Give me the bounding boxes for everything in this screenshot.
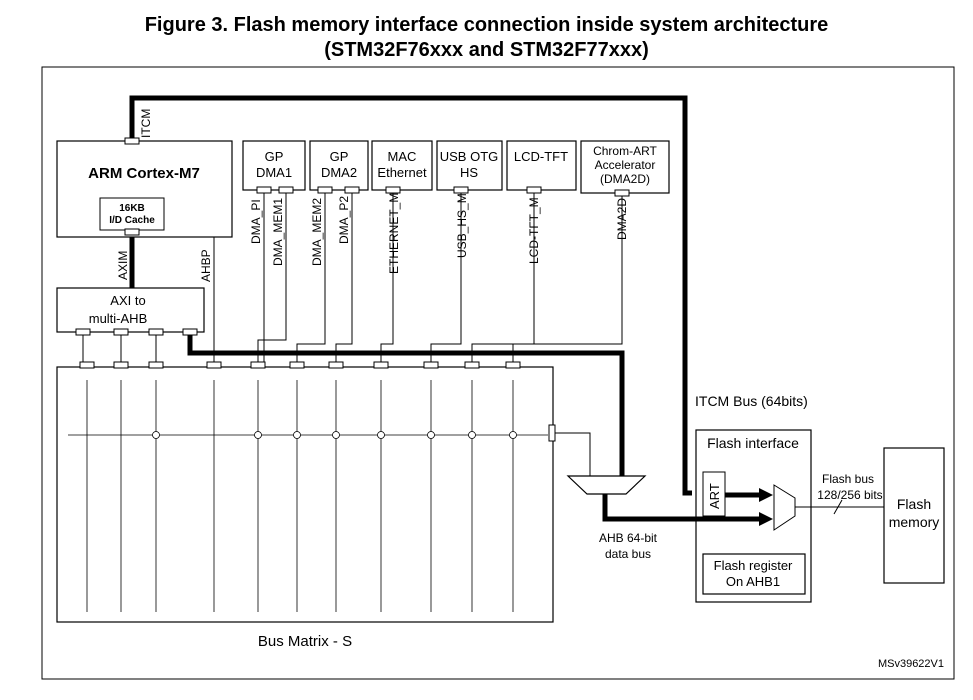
bus-matrix-ports (79, 361, 521, 369)
figure-ref-code: MSv39622V1 (878, 658, 944, 670)
gp-dma1-label-2: DMA1 (256, 165, 292, 180)
axi-port-3 (148, 328, 164, 336)
figure-subtitle: (STM32F76xxx and STM32F77xxx) (324, 39, 649, 61)
dma2d-label: DMA2D (615, 198, 629, 240)
chrom-label-3: (DMA2D) (600, 172, 650, 186)
art-label: ART (707, 483, 722, 509)
axi-label-2: multi-AHB (89, 311, 148, 326)
gp-dma2-block (309, 140, 369, 191)
flash-bus-label-2: 128/256 bits (817, 488, 882, 502)
flash-memory-label-2: memory (889, 514, 940, 530)
itcm-bus-label: ITCM Bus (64bits) (695, 393, 808, 409)
cache-label-2: I/D Cache (109, 215, 155, 226)
mac-label-2: Ethernet (377, 165, 427, 180)
ahb-data-bus-line (602, 494, 692, 522)
flash-interface-label: Flash interface (707, 435, 799, 451)
bus-matrix-label: Bus Matrix - S (258, 633, 352, 650)
gp-dma1-block (242, 140, 306, 191)
gp-dma1-label-1: GP (265, 149, 284, 164)
lcd-tft-block (506, 140, 577, 191)
itcm-port (124, 137, 140, 145)
chrom-label-2: Accelerator (595, 158, 656, 172)
mac-ethernet-block (371, 140, 433, 191)
axi-port-2 (113, 328, 129, 336)
flash-register-label-1: Flash register (714, 558, 793, 573)
usb-otg-block (436, 140, 503, 191)
bus-matrix-block (56, 366, 554, 623)
usb-label-2: HS (460, 165, 478, 180)
bus-matrix-grid (68, 380, 548, 612)
itcm-label: ITCM (139, 109, 153, 138)
flash-memory-label-1: Flash (897, 496, 931, 512)
axi-port-1 (75, 328, 91, 336)
axi-label-1: AXI to (110, 293, 145, 308)
ethernet-m-label: ETHERNET_M (387, 193, 401, 274)
ahb-label-2: data bus (605, 547, 651, 561)
flash-register-block (702, 553, 806, 595)
ahb-bus-line (187, 334, 625, 476)
mac-label-1: MAC (388, 149, 417, 164)
arrow-art-icon (759, 488, 773, 502)
gp-dma2-label-1: GP (330, 149, 349, 164)
cache-label-1: 16KB (119, 203, 145, 214)
cpu-label: ARM Cortex-M7 (88, 165, 200, 182)
flash-memory-block (883, 447, 945, 584)
gp-dma2-label-2: DMA2 (321, 165, 357, 180)
flash-bus-label-1: Flash bus (822, 472, 874, 486)
flash-mux (773, 484, 796, 531)
flash-register-label-2: On AHB1 (726, 574, 780, 589)
axim-label: AXIM (116, 251, 130, 280)
dma-p2-label: DMA_P2 (337, 196, 351, 244)
ahb-label-1: AHB 64-bit (599, 531, 658, 545)
axim-port (124, 228, 140, 236)
dma-mem1-label: DMA_MEM1 (271, 198, 285, 266)
arrow-ahb-icon (759, 512, 773, 526)
axi-bridge-block (56, 287, 205, 333)
lcd-tft-m-label: LCD-TFT_M (527, 197, 541, 264)
lcd-label: LCD-TFT (514, 149, 568, 164)
itcm-bus-line (129, 95, 692, 496)
bus-matrix-nodes (152, 431, 517, 439)
figure-title: Figure 3. Flash memory interface connect… (144, 14, 829, 36)
usb-hs-m-label: USB_HS_M (455, 193, 469, 258)
dma-pi-label: DMA_PI (249, 199, 263, 244)
ahb-mux (566, 475, 647, 495)
chrom-label-1: Chrom-ART (593, 144, 657, 158)
usb-label-1: USB OTG (440, 149, 499, 164)
cache-block (99, 197, 165, 231)
axi-port-4 (182, 328, 198, 336)
dma-mem2-label: DMA_MEM2 (310, 198, 324, 266)
ahbp-label: AHBP (199, 249, 213, 282)
bus-matrix-out-port (548, 424, 556, 442)
outer-frame (41, 66, 955, 680)
